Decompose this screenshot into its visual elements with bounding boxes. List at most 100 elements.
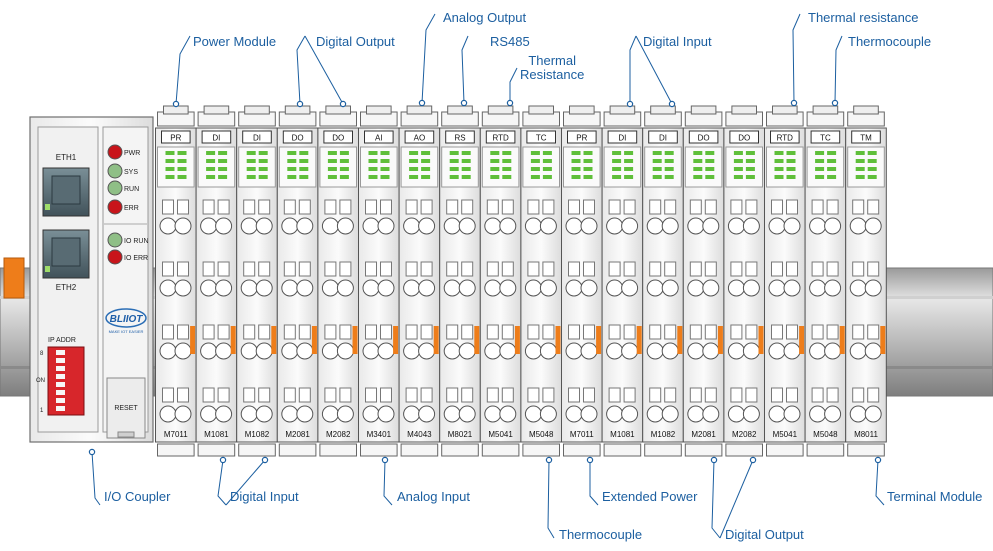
- dip-switch-lever: [56, 366, 65, 371]
- terminal-hole: [296, 279, 314, 297]
- channel-led: [339, 151, 349, 155]
- annotation-anchor-dot: [626, 100, 634, 108]
- annotation-leader-line: [296, 35, 306, 105]
- annotation-anchor-dot: [219, 456, 227, 464]
- module-model: M2082: [732, 430, 757, 439]
- module-model: M4043: [407, 430, 432, 439]
- terminal-release: [380, 261, 392, 277]
- terminal-hole: [580, 279, 598, 297]
- module-model: M8011: [854, 430, 878, 439]
- module-code-box: [323, 130, 353, 144]
- reset-button-area: [106, 377, 146, 439]
- terminal-release: [243, 261, 256, 277]
- channel-led: [530, 167, 540, 171]
- channel-led: [287, 167, 297, 171]
- terminal-hole: [864, 279, 882, 297]
- module-model: M8021: [448, 430, 473, 439]
- terminal-release: [461, 387, 474, 403]
- terminal-release: [867, 261, 880, 277]
- status-led-label: RUN: [124, 186, 139, 193]
- module-code: DO: [738, 134, 750, 143]
- terminal-release: [689, 261, 702, 277]
- terminal-release: [771, 261, 783, 277]
- annotation-leader-line: [304, 35, 344, 105]
- terminal-release: [542, 261, 555, 277]
- terminal-release: [177, 261, 189, 277]
- module-bottom-latch: [400, 443, 439, 457]
- module-code: DI: [659, 134, 667, 143]
- terminal-hole: [580, 217, 598, 235]
- eth1-label: ETH1: [56, 153, 77, 162]
- terminal-release: [177, 324, 189, 340]
- terminal-hole: [458, 405, 476, 423]
- module-model: M1081: [610, 430, 635, 439]
- annotation-anchor-dot: [710, 456, 718, 464]
- channel-led: [774, 175, 784, 179]
- terminal-release: [786, 387, 798, 403]
- annotation-analog-input: Analog Input: [397, 489, 471, 504]
- channel-led: [774, 167, 784, 171]
- terminal-release: [730, 387, 743, 403]
- channel-led: [786, 151, 796, 155]
- status-led-label: PWR: [124, 150, 140, 157]
- terminal-release: [243, 387, 256, 403]
- channel-led: [855, 159, 865, 163]
- channel-led: [745, 175, 755, 179]
- led-panel: [684, 146, 723, 188]
- terminal-release: [745, 261, 758, 277]
- annotation-anchor-dot: [668, 100, 676, 108]
- module-code: PR: [576, 134, 587, 143]
- terminal-hole: [215, 217, 233, 235]
- channel-led: [461, 167, 471, 171]
- orange-release-tab: [514, 326, 520, 354]
- orange-release-tab: [311, 326, 317, 354]
- annotation-anchor-dot: [418, 99, 426, 107]
- channel-led: [530, 151, 540, 155]
- channel-led: [449, 167, 459, 171]
- terminal-release: [324, 199, 337, 215]
- channel-led: [705, 151, 715, 155]
- channel-led: [421, 175, 431, 179]
- terminal-hole: [418, 279, 436, 297]
- led-panel: [522, 146, 561, 188]
- terminal-hole: [742, 279, 760, 297]
- terminal-release: [867, 387, 880, 403]
- terminal-hole: [702, 279, 720, 297]
- terminal-release: [217, 261, 230, 277]
- led-panel: [725, 146, 764, 188]
- module-model: M5041: [488, 430, 513, 439]
- terminal-release: [501, 387, 514, 403]
- channel-led: [733, 151, 743, 155]
- annotation-anchor-dot: [339, 100, 347, 108]
- dip-switch: [47, 346, 85, 416]
- dip-switch-lever: [56, 374, 65, 379]
- annotation-leader-line: [175, 35, 191, 105]
- module-top-hook: [812, 105, 839, 115]
- channel-led: [258, 167, 268, 171]
- led-panel: [847, 146, 885, 188]
- terminal-release: [771, 199, 783, 215]
- channel-led: [299, 151, 309, 155]
- channel-led: [705, 167, 715, 171]
- terminal-release: [420, 261, 433, 277]
- terminal-hole: [621, 279, 639, 297]
- channel-led: [368, 151, 378, 155]
- terminal-release: [583, 324, 595, 340]
- channel-led: [409, 175, 419, 179]
- channel-led: [815, 159, 825, 163]
- terminal-release: [730, 199, 743, 215]
- terminal-release: [339, 387, 352, 403]
- annotation-anchor-dot: [874, 456, 882, 464]
- annotation-leader-line: [421, 13, 436, 104]
- terminal-release: [623, 324, 636, 340]
- terminal-release: [568, 324, 580, 340]
- channel-led: [502, 159, 512, 163]
- annotation-anchor-dot: [88, 448, 96, 456]
- channel-led: [490, 175, 500, 179]
- terminal-hole: [661, 405, 679, 423]
- module-code-box: [851, 130, 881, 144]
- annotation-leader-line: [461, 35, 469, 104]
